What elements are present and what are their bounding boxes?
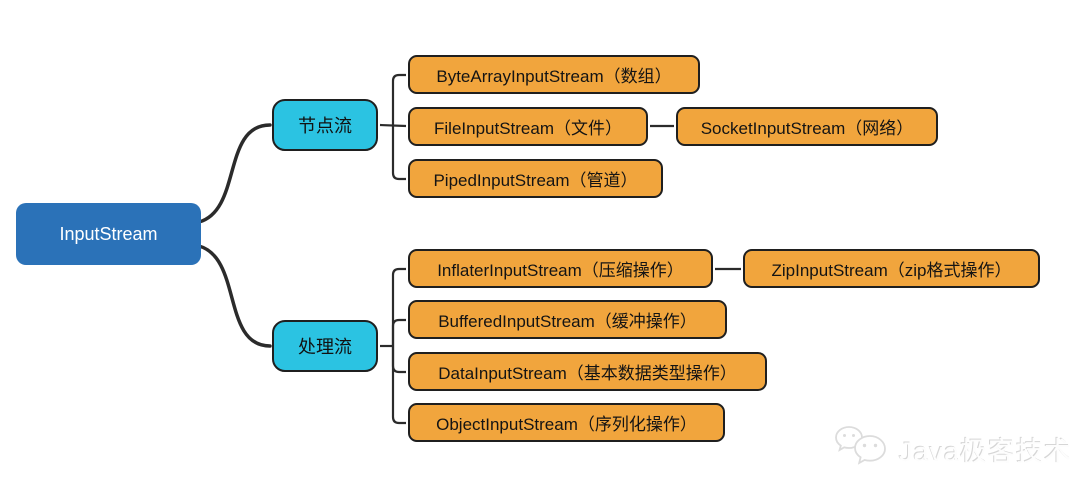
node-pipedinputstream: PipedInputStream（管道）	[408, 159, 663, 198]
node-zipinputstream: ZipInputStream（zip格式操作）	[743, 249, 1040, 288]
node-socketinputstream: SocketInputStream（网络）	[676, 107, 938, 146]
edge-process-stream-buffered	[391, 318, 406, 346]
node-bytearrayinputstream: ByteArrayInputStream（数组）	[408, 55, 700, 94]
edge-process-stream-inflater	[391, 267, 406, 346]
watermark-text: Java极客技术	[899, 436, 1073, 467]
node-node-stream: 节点流	[272, 99, 378, 151]
edge-root-node-stream	[197, 123, 272, 224]
node-datainputstream: DataInputStream（基本数据类型操作）	[408, 352, 767, 391]
edge-node-stream-bytearray	[391, 73, 406, 125]
node-inputstream: InputStream	[16, 203, 201, 265]
edge-process-stream-object	[391, 346, 406, 425]
edge-root-process-stream	[197, 244, 272, 348]
node-objectinputstream: ObjectInputStream（序列化操作）	[408, 403, 725, 442]
edge-process-stream-data	[391, 346, 406, 374]
node-bufferedinputstream: BufferedInputStream（缓冲操作）	[408, 300, 727, 339]
node-inflaterinputstream: InflaterInputStream（压缩操作）	[408, 249, 713, 288]
wechat-icon	[835, 426, 886, 465]
watermark: Java极客技术	[833, 424, 1072, 474]
node-fileinputstream: FileInputStream（文件）	[408, 107, 648, 146]
edge-node-stream-piped	[391, 125, 406, 181]
node-process-stream: 处理流	[272, 320, 378, 372]
